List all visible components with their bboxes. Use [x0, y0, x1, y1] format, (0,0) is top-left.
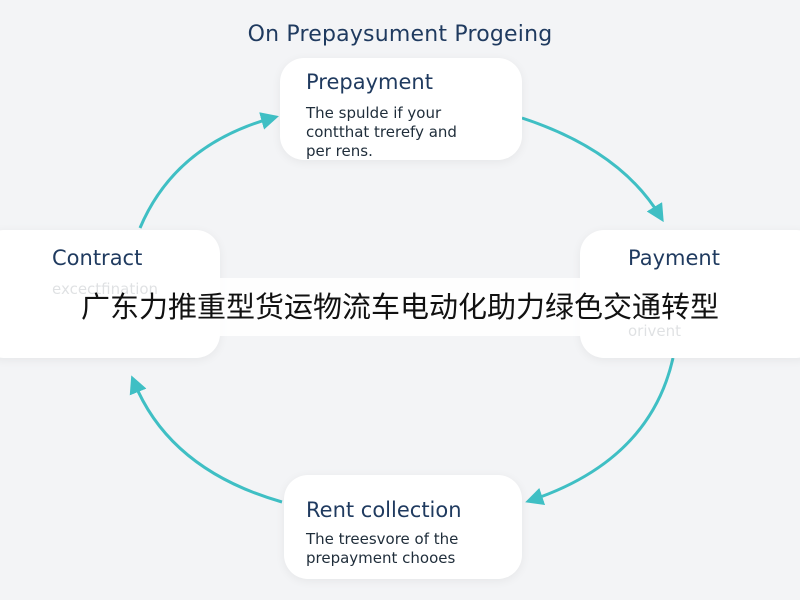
overlay-caption: 广东力推重型货运物流车电动化助力绿色交通转型 — [0, 278, 800, 336]
node-prepayment-line: per rens. — [306, 142, 373, 160]
node-payment-title: Payment — [628, 246, 720, 270]
node-rent-collection: Rent collection The treesvore of the pre… — [284, 475, 522, 579]
node-contract-title: Contract — [52, 246, 143, 270]
node-rent-collection-line: prepayment chooes — [306, 549, 456, 567]
arrow-payment-to-rent-collection — [525, 357, 675, 506]
node-rent-collection-text: The treesvore of the prepayment chooes — [306, 530, 522, 568]
node-prepayment-text: The spulde if your contthat trerefy and … — [306, 104, 522, 161]
arrow-contract-to-prepayment — [138, 112, 279, 229]
node-prepayment-title: Prepayment — [306, 70, 433, 94]
node-rent-collection-title: Rent collection — [306, 498, 462, 522]
arrow-prepayment-to-payment — [521, 116, 664, 223]
node-prepayment-line: The spulde if your — [306, 104, 442, 122]
arrow-rent-collection-to-contract — [129, 375, 283, 504]
node-prepayment: Prepayment The spulde if your contthat t… — [280, 58, 522, 160]
diagram-title: On Prepaysument Progeing — [247, 22, 553, 47]
node-rent-collection-line: The treesvore of the — [306, 530, 459, 548]
node-prepayment-line: contthat trerefy and — [306, 123, 457, 141]
